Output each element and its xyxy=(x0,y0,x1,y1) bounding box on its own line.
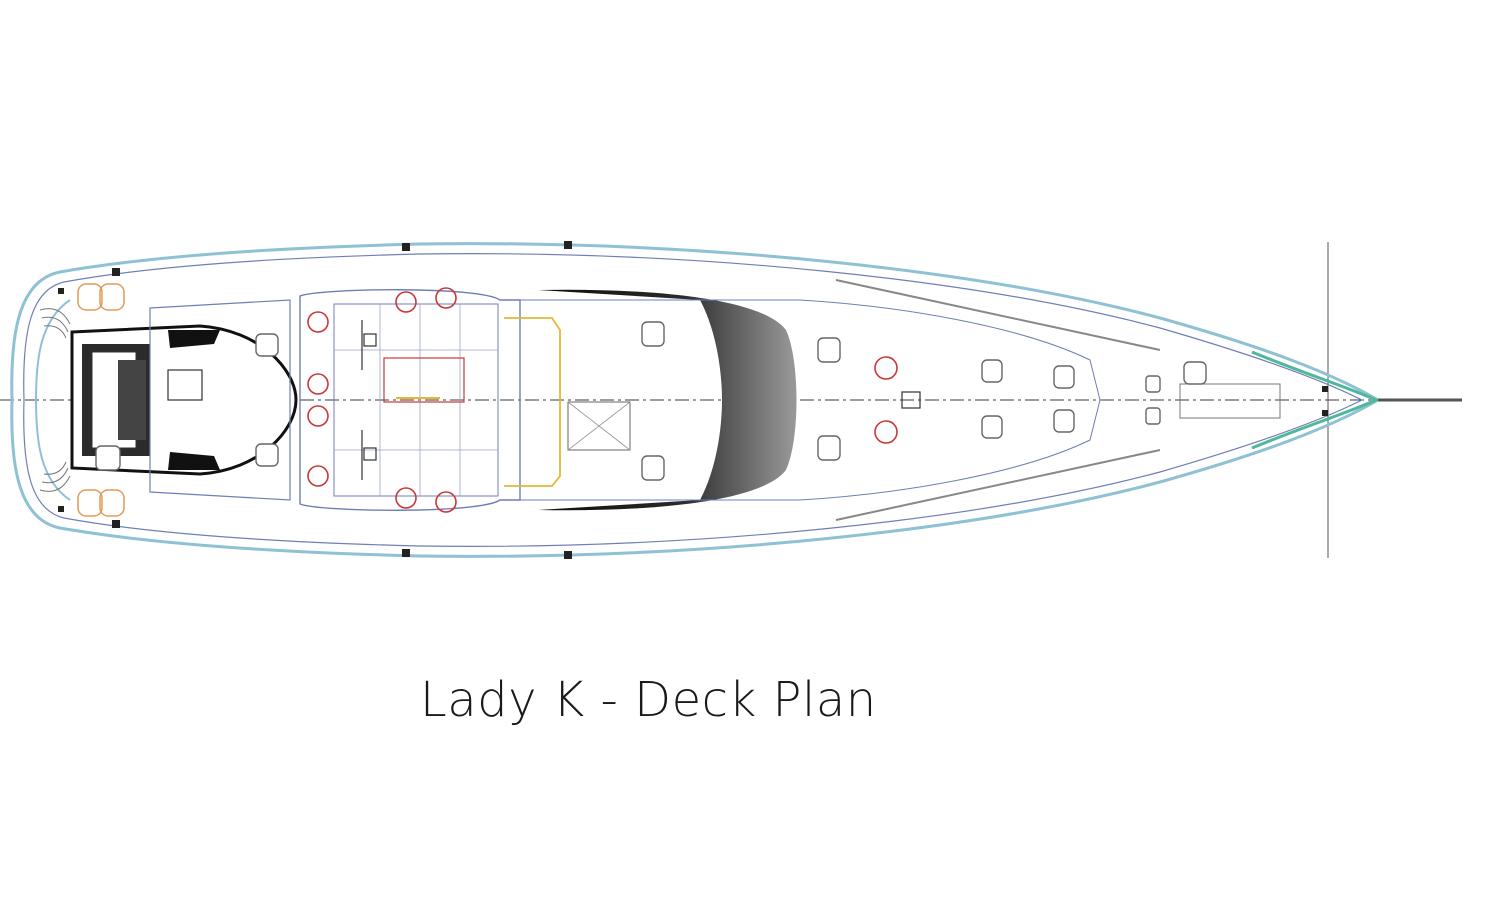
foredeck-fitting xyxy=(1179,383,1281,419)
plan-caption: Lady K - Deck Plan xyxy=(420,672,877,728)
center-hatch xyxy=(567,401,631,451)
starboard-rail xyxy=(835,449,1161,521)
stern-hatches xyxy=(77,283,125,517)
stern-steps xyxy=(39,308,71,492)
cockpit-table xyxy=(383,357,465,403)
aft-cockpit-outline xyxy=(149,299,291,501)
bow-fitting xyxy=(1251,350,1380,450)
deckhouse-outline xyxy=(520,299,1101,501)
hull-outline xyxy=(10,242,1381,558)
companionway-outline xyxy=(504,317,561,487)
stanchion-markers xyxy=(58,241,1328,559)
coachroof-shade xyxy=(538,289,797,511)
deck-hatches xyxy=(95,321,1207,481)
mast-fittings xyxy=(361,320,921,480)
cockpit-seating-grid xyxy=(334,304,498,496)
port-rail xyxy=(835,279,1161,351)
hull-inner-outline xyxy=(23,253,1364,547)
stern-platform xyxy=(34,299,71,501)
winches xyxy=(307,287,898,513)
